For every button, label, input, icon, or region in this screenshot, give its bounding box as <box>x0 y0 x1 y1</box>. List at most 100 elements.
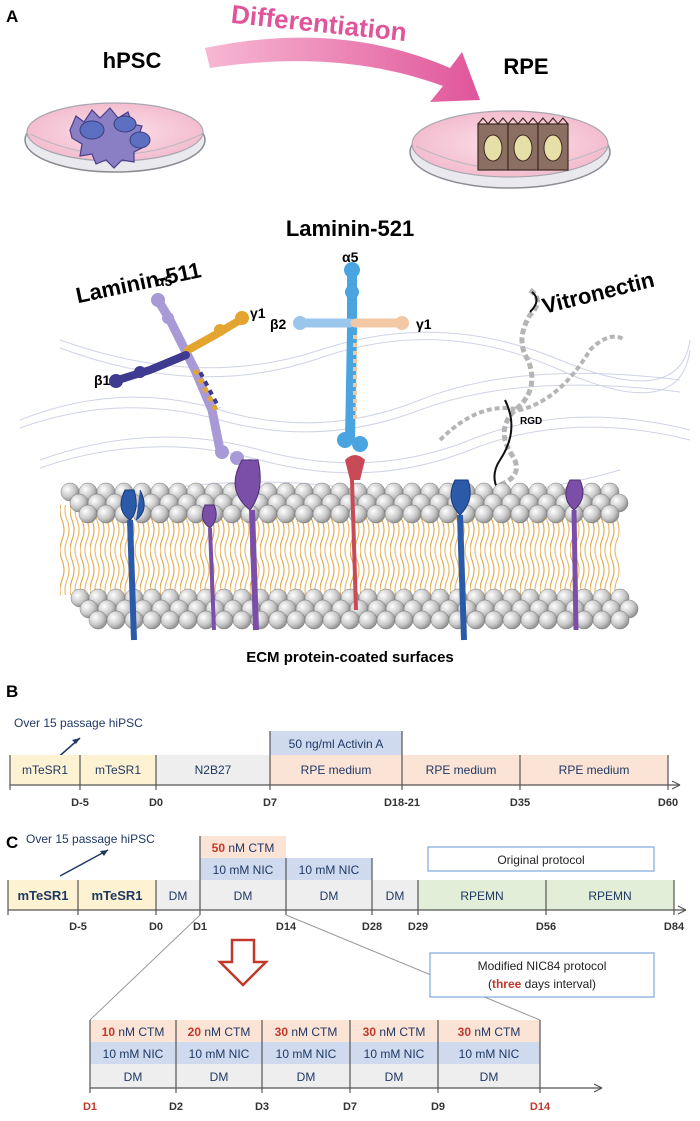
zoom-tick-label: D14 <box>530 1101 551 1113</box>
b-tick-5: D35 <box>510 797 530 809</box>
vitronectin-molecule <box>438 287 627 491</box>
zoom-tick-label: D1 <box>83 1101 97 1113</box>
lipid-head <box>286 610 306 630</box>
lipid-head <box>510 504 530 524</box>
zoom-tick-label: D2 <box>169 1101 183 1113</box>
original-protocol-box <box>427 846 655 872</box>
lipid-head <box>600 504 620 524</box>
c-seg-7-label: RPEMN <box>460 889 503 903</box>
b-seg-3 <box>156 755 270 785</box>
zoom-dm-box <box>350 1064 438 1088</box>
zoom-ctm-label: 30 nM CTM <box>458 1025 521 1039</box>
zoom-ctm-label: 30 nM CTM <box>363 1025 426 1039</box>
zoom-dm-label: DM <box>124 1070 143 1084</box>
c-nic-label-2: 10 mM NIC <box>299 863 360 877</box>
lipid-head <box>322 610 342 630</box>
c-tick-2: D0 <box>149 921 163 933</box>
c-ctm-box <box>200 836 286 858</box>
lipid-head <box>484 610 504 630</box>
lipid-head <box>304 610 324 630</box>
zoom-ctm-label: 10 nM CTM <box>102 1025 165 1039</box>
lipid-head <box>556 610 576 630</box>
lipid-head <box>528 504 548 524</box>
b-seg-1 <box>10 755 80 785</box>
zoom-nic-label: 10 mM NIC <box>189 1047 250 1061</box>
integrin-blue-2 <box>450 479 471 641</box>
zoom-dm-label: DM <box>297 1070 316 1084</box>
laminin-anchor-red <box>350 479 358 611</box>
rgd-label: RGD <box>520 416 542 427</box>
c-nic-box-1 <box>200 858 286 880</box>
integrin-blue-1 <box>120 489 145 641</box>
b-seg-4-label: RPE medium <box>301 763 372 777</box>
zoom-nic-label: 10 mM NIC <box>459 1047 520 1061</box>
rpe-label: RPE <box>503 54 548 79</box>
lipid-head <box>214 610 234 630</box>
c-nic-label-1: 10 mM NIC <box>213 863 274 877</box>
lipid-head <box>312 504 332 524</box>
zoom-dm-label: DM <box>480 1070 499 1084</box>
lipid-head <box>366 504 386 524</box>
laminin-521-alpha: α5 <box>342 249 359 265</box>
zoom-dm-box <box>262 1064 350 1088</box>
lipid-head <box>466 610 486 630</box>
b-seg-6 <box>520 755 668 785</box>
stem-cell-colony <box>69 107 151 169</box>
c-seg-3-label: DM <box>169 889 188 903</box>
integrin-receptors <box>120 459 584 641</box>
zoom-nic-box <box>438 1042 540 1064</box>
zoom-dm-label: DM <box>210 1070 229 1084</box>
zoom-dm-box <box>90 1064 176 1088</box>
surface-label: ECM protein-coated surfaces <box>246 649 454 666</box>
c-seg-6-label: DM <box>386 889 405 903</box>
lipid-head <box>168 504 188 524</box>
b-tick-2: D0 <box>149 797 163 809</box>
zoom-ctm-box <box>176 1020 262 1042</box>
integrin-purple-2 <box>201 504 217 631</box>
zoom-nic-box <box>262 1042 350 1064</box>
lipid-head <box>474 504 494 524</box>
c-seg-2-label: mTeSR1 <box>91 888 142 903</box>
vitronectin-title: Vitronectin <box>540 267 657 319</box>
b-seg-6-label: RPE medium <box>559 763 630 777</box>
b-tick-4: D18-21 <box>384 797 420 809</box>
lipid-head <box>376 610 396 630</box>
zoom-ctm-box <box>262 1020 350 1042</box>
panel-c-note: Over 15 passage hiPSC <box>26 832 155 846</box>
c-seg-2 <box>78 880 156 910</box>
modified-protocol-line1: Modified NIC84 protocol <box>478 959 607 973</box>
c-tick-3: D1 <box>193 921 207 933</box>
zoom-ctm-box <box>350 1020 438 1042</box>
b-seg-1-label: mTeSR1 <box>22 763 68 777</box>
laminin-511-title: Laminin-511 <box>74 257 204 308</box>
c-nic-box-2 <box>286 858 372 880</box>
lipid-head <box>538 610 558 630</box>
lipid-head <box>492 504 512 524</box>
hpsc-label: hPSC <box>103 48 162 73</box>
zoom-dm-box <box>438 1064 540 1088</box>
c-seg-7 <box>418 880 546 910</box>
lipid-head <box>582 504 602 524</box>
zoom-nic-label: 10 mM NIC <box>103 1047 164 1061</box>
laminin-521-gamma: γ1 <box>416 316 432 332</box>
c-ctm-label: 50 nM CTM <box>212 841 275 855</box>
laminin-521-title: Laminin-521 <box>286 216 414 241</box>
lipid-head <box>106 610 126 630</box>
panel-c-note-arrow <box>59 849 109 877</box>
down-arrow-icon <box>216 938 270 987</box>
modified-protocol-box <box>429 952 655 998</box>
original-protocol-label: Original protocol <box>497 853 584 867</box>
rpe-dish <box>409 110 611 189</box>
laminin-521-beta: β2 <box>270 316 287 332</box>
c-tick-4: D14 <box>276 921 297 933</box>
b-seg-2 <box>80 755 156 785</box>
lipid-head <box>142 610 162 630</box>
c-tick-1: D-5 <box>69 921 87 933</box>
lipid-head <box>276 504 296 524</box>
c-seg-5 <box>286 880 372 910</box>
lipid-head <box>160 610 180 630</box>
panel-c-label: C <box>6 833 18 852</box>
c-seg-3 <box>156 880 200 910</box>
